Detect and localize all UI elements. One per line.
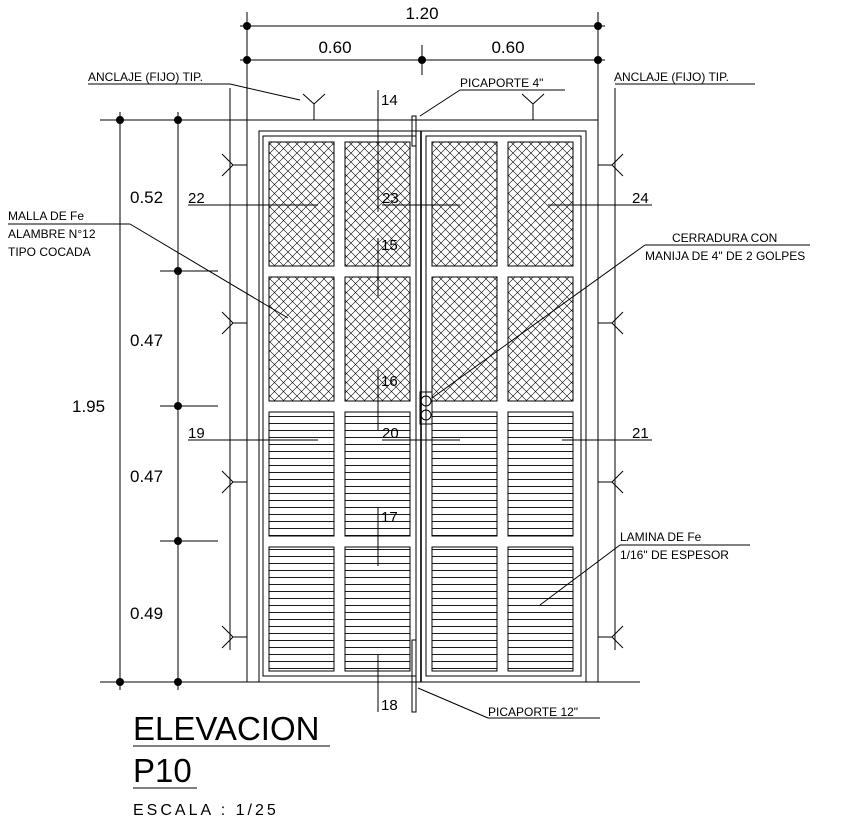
lock-body: [419, 391, 433, 425]
dim-node: [174, 402, 182, 410]
piece-number-14: 14: [381, 92, 398, 109]
dim-node: [174, 267, 182, 275]
anchor-top-right: [521, 93, 545, 120]
title-main: ELEVACION: [133, 710, 319, 747]
overall-width-label: 1.20: [405, 4, 438, 23]
bottom-latch-label: PICAPORTE 12": [488, 705, 578, 719]
title-block: ELEVACION P10 ESCALA : 1/25: [133, 710, 330, 819]
mesh-label-line3: TIPO COCADA: [8, 245, 91, 259]
piece-number-23: 23: [382, 190, 399, 207]
dim-node: [594, 56, 602, 64]
row-height-4-label: 0.49: [130, 604, 163, 623]
anchor-right-4: [598, 625, 624, 649]
sheet-panel: [431, 411, 498, 537]
anchor-top-left: [302, 93, 326, 120]
dim-node: [116, 678, 124, 686]
dim-node: [174, 116, 182, 124]
latch-bolts: [411, 115, 417, 713]
bottom-latch-bolt: [411, 639, 417, 713]
piece-number-19: 19: [188, 425, 205, 442]
sheet-label-line2: 1/16" DE ESPESOR: [620, 548, 729, 562]
mesh-panel: [431, 276, 498, 402]
title-scale: ESCALA : 1/25: [133, 802, 279, 819]
callout-leaders: [8, 83, 810, 719]
anchor-left-3: [221, 470, 247, 494]
row-height-3-label: 0.47: [130, 467, 163, 486]
piece-number-22: 22: [188, 190, 205, 207]
piece-number-17: 17: [381, 509, 398, 526]
left-dimensions: 1.95 0.52 0.47 0.47 0.49: [72, 112, 640, 690]
anchors: [221, 88, 624, 650]
mesh-label-line2: ALAMBRE N°12: [8, 227, 96, 241]
mesh-panel: [507, 141, 574, 267]
piece-number-24: 24: [632, 190, 649, 207]
left-leaf: [262, 135, 417, 677]
frame-inner: [258, 130, 587, 683]
anchor-right-3: [598, 470, 624, 494]
top-latch-label: PICAPORTE 4": [460, 76, 543, 90]
dim-node: [594, 22, 602, 30]
left-leaf-width-label: 0.60: [318, 38, 351, 57]
anchor-left-2: [221, 311, 247, 335]
lock-knob: [420, 395, 432, 407]
lock: [419, 391, 433, 425]
anchor-right-label: ANCLAJE (FIJO) TIP.: [614, 70, 729, 84]
mesh-panel: [268, 276, 335, 402]
sheet-panel: [268, 411, 335, 537]
top-latch-bolt: [411, 115, 417, 147]
mesh-panel: [431, 141, 498, 267]
top-dimensions: 1.20 0.60 0.60: [240, 4, 605, 122]
overall-height-label: 1.95: [72, 397, 105, 416]
sheet-panel: [507, 546, 574, 672]
mesh-panels: [268, 141, 574, 402]
piece-number-20: 20: [382, 425, 399, 442]
sheet-panel: [431, 546, 498, 672]
piece-number-16: 16: [381, 373, 398, 390]
piece-number-21: 21: [632, 425, 649, 442]
piece-number-18: 18: [381, 697, 398, 714]
sheet-panel: [268, 546, 335, 672]
piece-numbers: 14 15 16 17 18 19 20 21 22 23 24: [188, 92, 649, 714]
anchor-left-4: [221, 625, 247, 649]
sheet-panel: [344, 546, 411, 672]
anchor-left-1: [221, 153, 247, 177]
sheet-label-line1: LAMINA DE Fe: [620, 530, 702, 544]
row-height-2-label: 0.47: [130, 331, 163, 350]
dim-node: [243, 56, 251, 64]
right-leaf-width-label: 0.60: [491, 38, 524, 57]
anchor-right-1: [598, 153, 624, 177]
dim-node: [418, 56, 426, 64]
piece-number-15: 15: [381, 237, 398, 254]
lock-cylinder: [420, 409, 432, 421]
dim-node: [243, 22, 251, 30]
mesh-label-line1: MALLA DE Fe: [8, 209, 84, 223]
sheet-panel: [507, 411, 574, 537]
dim-node: [174, 537, 182, 545]
mesh-panel: [507, 276, 574, 402]
lock-label-line1: CERRADURA CON: [672, 231, 777, 245]
sheet-panels: [268, 411, 574, 672]
lock-label-line2: MANIJA DE 4" DE 2 GOLPES: [645, 249, 805, 263]
anchor-left-label: ANCLAJE (FIJO) TIP.: [88, 70, 203, 84]
title-code: P10: [133, 752, 192, 789]
mesh-panel: [268, 141, 335, 267]
callout-text: ANCLAJE (FIJO) TIP. ANCLAJE (FIJO) TIP. …: [8, 70, 805, 719]
anchor-right-2: [598, 311, 624, 335]
door-frame: [246, 119, 599, 683]
dim-node: [116, 116, 124, 124]
row-height-1-label: 0.52: [130, 188, 163, 207]
dim-node: [174, 678, 182, 686]
